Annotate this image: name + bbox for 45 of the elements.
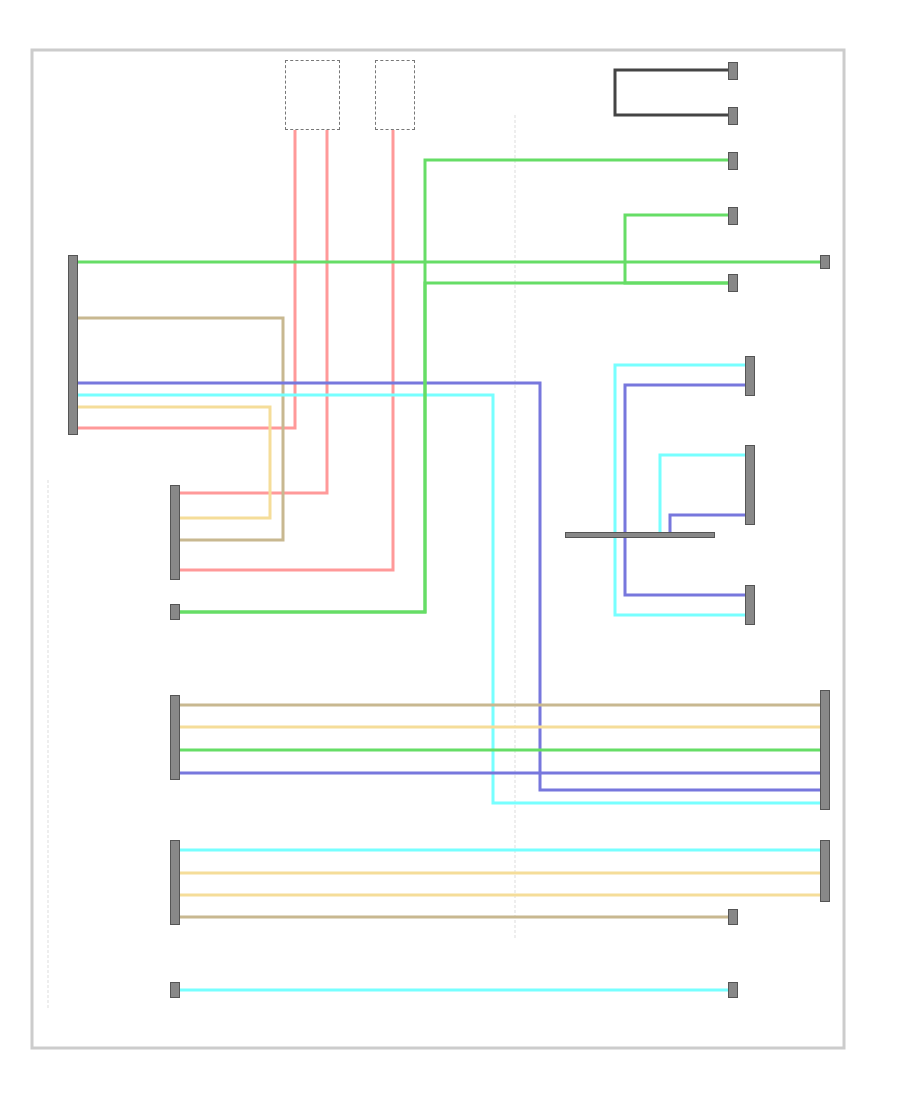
connector-bar xyxy=(170,604,180,620)
wire xyxy=(658,453,745,532)
connector-bar xyxy=(728,274,738,292)
wire xyxy=(180,703,820,707)
wire xyxy=(613,68,728,117)
wire xyxy=(180,988,728,992)
wire xyxy=(623,538,745,597)
connector-bar xyxy=(728,62,738,80)
wire xyxy=(623,383,745,532)
connector-bar xyxy=(728,982,738,998)
connector-bar xyxy=(745,585,755,625)
connector-bar xyxy=(728,909,738,925)
wire xyxy=(180,771,820,775)
connector-bar xyxy=(170,695,180,780)
connector-bar xyxy=(820,255,830,269)
connector-bar xyxy=(565,532,715,538)
wire xyxy=(613,538,745,617)
wire xyxy=(668,513,745,532)
wire xyxy=(180,848,820,852)
wire xyxy=(613,363,745,532)
connector-bar xyxy=(745,356,755,396)
connector-bar xyxy=(728,152,738,170)
connector-bar xyxy=(728,107,738,125)
connector-bar xyxy=(820,840,830,902)
fuse-block xyxy=(375,60,415,130)
connector-bar xyxy=(820,690,830,810)
wire xyxy=(180,725,820,729)
connector-bar xyxy=(170,840,180,925)
wire xyxy=(78,316,285,542)
wire xyxy=(78,130,297,430)
connector-bar xyxy=(68,255,78,435)
wire xyxy=(78,405,272,520)
wire xyxy=(78,260,820,264)
wire xyxy=(180,130,329,495)
wire xyxy=(180,893,820,897)
wire xyxy=(180,130,395,572)
connector-bar xyxy=(170,982,180,998)
wire xyxy=(180,871,820,875)
connector-bar xyxy=(728,207,738,225)
wire xyxy=(180,915,728,919)
wire xyxy=(180,748,820,752)
connector-bar xyxy=(745,445,755,525)
wire xyxy=(623,213,728,285)
fuse-block xyxy=(285,60,340,130)
connector-bar xyxy=(170,485,180,580)
